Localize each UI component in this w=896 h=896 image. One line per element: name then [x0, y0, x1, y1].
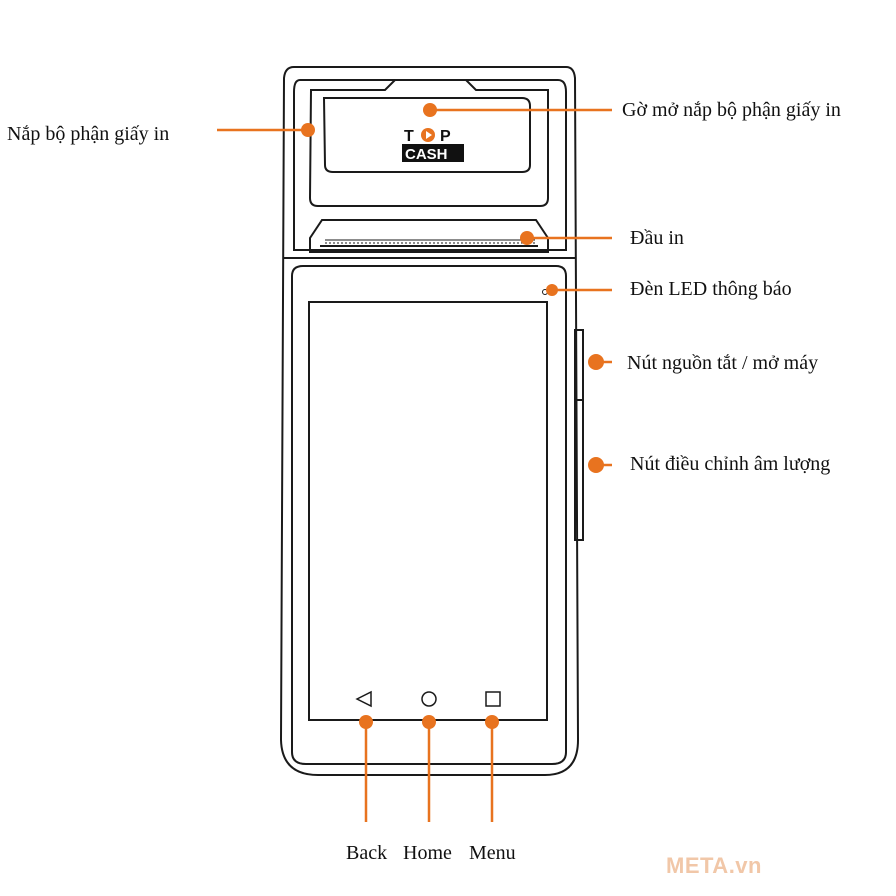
- device-body: [279, 66, 584, 776]
- label-cover-latch: Gờ mở nắp bộ phận giấy in: [622, 99, 841, 121]
- label-volume-button: Nút điều chỉnh âm lượng: [630, 453, 831, 475]
- paper-cover-dot: [301, 123, 315, 137]
- back-triangle-icon[interactable]: [355, 690, 372, 708]
- menu-square-icon[interactable]: [485, 691, 501, 707]
- svg-text:CASH: CASH: [405, 146, 448, 163]
- label-power-button: Nút nguồn tắt / mở máy: [627, 352, 819, 374]
- label-back: Back: [346, 842, 388, 864]
- home-circle-icon[interactable]: [421, 691, 437, 707]
- power-button-dot: [588, 354, 604, 370]
- print-head-teeth: [325, 239, 535, 244]
- home-dot: [422, 715, 436, 729]
- label-paper-cover: Nắp bộ phận giấy in: [7, 123, 170, 145]
- cover-latch-dot: [423, 103, 437, 117]
- touch-screen[interactable]: [308, 301, 548, 721]
- print-head-dot: [520, 231, 534, 245]
- callout-lines: [217, 108, 612, 822]
- topcash-logo: T P CASH: [402, 124, 464, 164]
- label-print-head: Đầu in: [630, 227, 684, 249]
- svg-text:T: T: [404, 128, 414, 145]
- watermark: META.vn: [666, 853, 762, 878]
- label-menu: Menu: [469, 842, 516, 864]
- led-dot: [546, 284, 558, 296]
- svg-text:P: P: [440, 128, 451, 145]
- label-home: Home: [403, 842, 452, 864]
- volume-button-dot: [588, 457, 604, 473]
- menu-dot: [485, 715, 499, 729]
- back-dot: [359, 715, 373, 729]
- screen-bezel: [291, 265, 567, 765]
- label-led: Đèn LED thông báo: [630, 278, 792, 300]
- callout-dots: [301, 103, 604, 729]
